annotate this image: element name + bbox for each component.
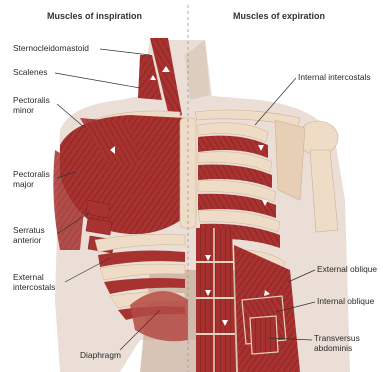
label-internal-oblique: Internal oblique [317,297,374,307]
label-pectoralis-minor: Pectoralis minor [13,96,50,115]
label-external-intercostals: External intercostals [13,273,55,292]
label-diaphragm: Diaphragm [80,351,121,361]
label-scalenes: Scalenes [13,68,47,78]
label-serratus-anterior: Serratus anterior [13,226,45,245]
leader-scalenes [55,73,140,88]
rectus-abdominis-muscle [196,228,236,372]
label-sternocleidomastoid: Sternocleidomastoid [13,44,89,54]
label-external-oblique: External oblique [317,265,377,275]
label-pectoralis-major: Pectoralis major [13,170,50,189]
label-internal-intercostals: Internal intercostals [298,73,371,83]
label-transversus-abdominis: Transversus abdominis [314,334,360,353]
leader-sternocleidomastoid [100,49,150,55]
heading-inspiration: Muscles of inspiration [47,11,142,21]
heading-expiration: Muscles of expiration [233,11,325,21]
scapula-right [275,120,305,200]
transversus-abdominis-muscle [250,316,278,354]
